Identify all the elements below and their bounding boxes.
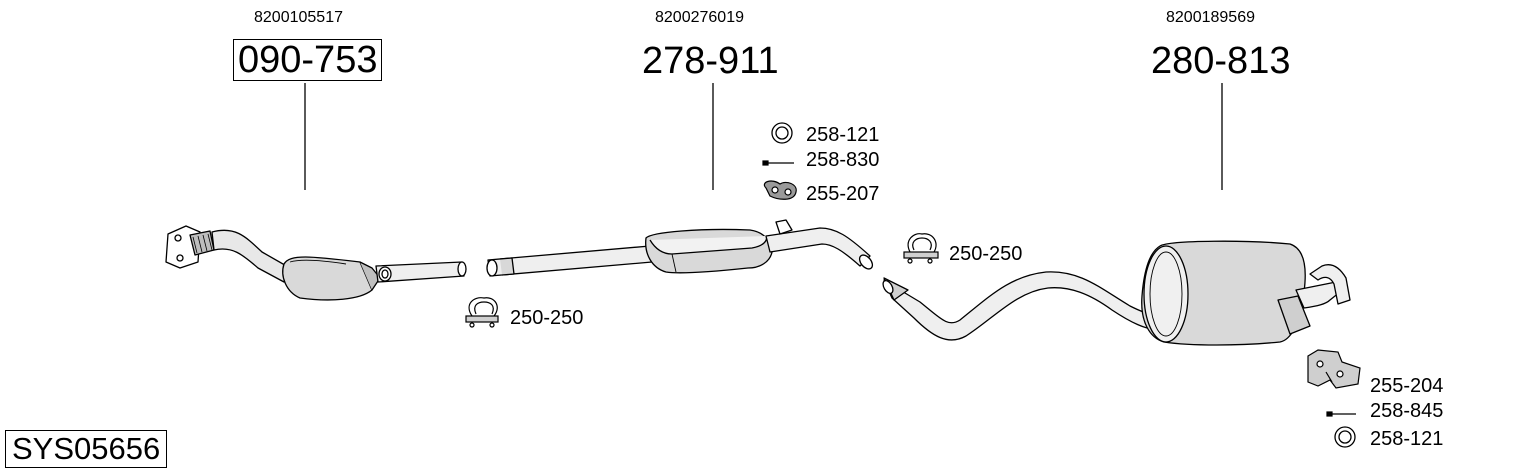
- part-number-catalytic-converter[interactable]: 090-753: [233, 39, 383, 81]
- rear-silencer-part: [882, 240, 1351, 346]
- mounting-bracket-icon: [1307, 349, 1361, 389]
- oe-number-3: 8200189569: [1166, 9, 1255, 26]
- ring-gasket-icon: [1334, 426, 1356, 448]
- acc-label-bolt-middle[interactable]: 258-830: [806, 149, 880, 171]
- bolt-icon: [762, 160, 794, 166]
- oe-number-1: 8200105517: [254, 9, 343, 26]
- pipe-clamp-icon: [465, 297, 499, 328]
- pipe-clamp-icon: [903, 233, 939, 264]
- acc-label-hanger-middle[interactable]: 255-207: [806, 183, 880, 205]
- ring-gasket-icon: [771, 122, 793, 144]
- rubber-hanger-icon: [763, 180, 797, 200]
- acc-label-clamp-rear[interactable]: 250-250: [949, 243, 1023, 265]
- bolt-icon: [1326, 411, 1356, 417]
- acc-label-clamp-front[interactable]: 250-250: [510, 307, 584, 329]
- part-number-rear-silencer[interactable]: 280-813: [1151, 40, 1291, 82]
- acc-label-ring-rear[interactable]: 258-121: [1370, 428, 1444, 450]
- system-code-label: SYS05656: [5, 430, 168, 468]
- front-silencer-part: [486, 219, 874, 277]
- acc-label-ring-middle[interactable]: 258-121: [806, 124, 880, 146]
- oe-number-2: 8200276019: [655, 9, 744, 26]
- acc-label-bolt-rear[interactable]: 258-845: [1370, 400, 1444, 422]
- catalytic-converter-part: [165, 225, 467, 301]
- part-number-front-silencer[interactable]: 278-911: [642, 40, 779, 82]
- acc-label-bracket-rear[interactable]: 255-204: [1370, 375, 1444, 397]
